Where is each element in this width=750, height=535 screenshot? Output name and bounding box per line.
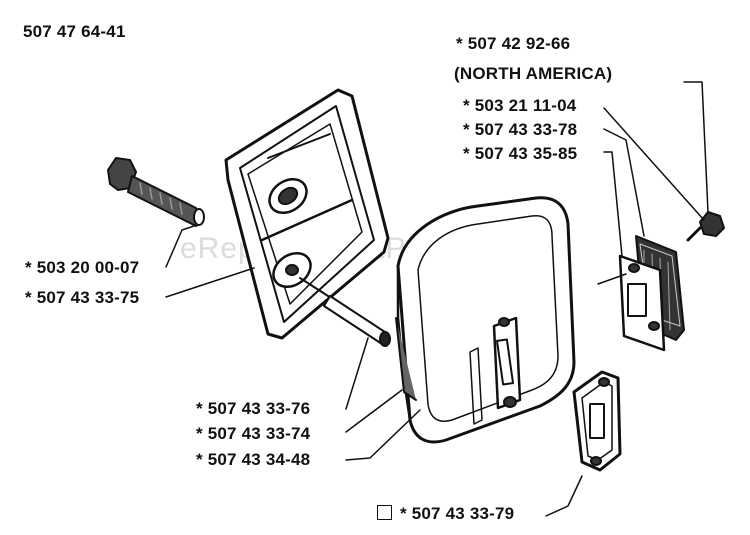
callout-sleeve: * 507 43 33-76 [196, 399, 311, 418]
callout-gasket: * 507 43 33-79 [400, 504, 515, 523]
callout-screw-small: * 503 21 11-04 [463, 96, 577, 115]
muffler-body-part [395, 196, 576, 444]
callout-deflector: * 507 43 35-85 [463, 144, 578, 163]
callout-region: (NORTH AMERICA) [454, 64, 613, 83]
deflector-part [618, 254, 666, 352]
callout-spark-screen: * 507 43 33-78 [463, 120, 578, 139]
callout-muffler-bracket: * 507 43 33-75 [25, 288, 140, 307]
kit-indicator-square [377, 505, 392, 520]
sleeve-part [299, 277, 391, 347]
callout-muffler-body: * 507 43 33-74 [196, 424, 311, 443]
muffler-bracket-part [224, 88, 390, 340]
gasket-part [572, 370, 622, 472]
callout-bolt: * 503 20 00-07 [25, 258, 140, 277]
callout-muffler-seal: * 507 43 34-48 [196, 450, 311, 469]
diagram-number: 507 47 64-41 [23, 22, 126, 41]
small-screw-part [686, 211, 725, 242]
callout-kit: * 507 42 92-66 [456, 34, 571, 53]
bolt-part [107, 157, 205, 227]
leader-lines [165, 81, 709, 517]
